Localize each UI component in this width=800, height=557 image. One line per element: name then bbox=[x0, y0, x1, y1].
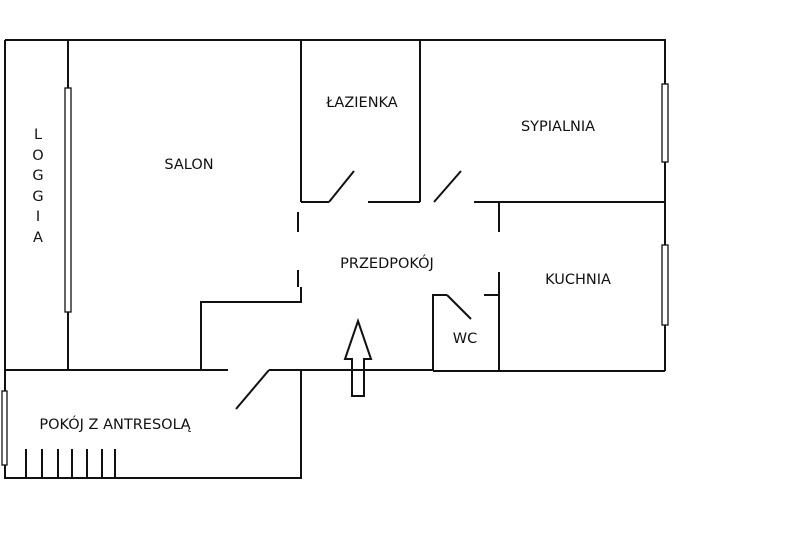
room-label-sypialnia: SYPIALNIA bbox=[521, 119, 595, 135]
window-kuchnia bbox=[661, 244, 669, 326]
door-sypialnia bbox=[433, 170, 462, 203]
loggia-letter: O bbox=[32, 148, 43, 164]
room-label-przedpokoj: PRZEDPOKÓJ bbox=[340, 254, 434, 272]
loggia-letter: L bbox=[34, 127, 42, 143]
stairs bbox=[25, 449, 116, 478]
loggia-letter: I bbox=[36, 209, 40, 225]
window-salon bbox=[64, 87, 72, 313]
door-lazienka bbox=[328, 170, 355, 203]
room-label-wc: WC bbox=[453, 331, 477, 347]
doors bbox=[235, 170, 472, 410]
window-pokoj bbox=[1, 390, 8, 466]
windows bbox=[1, 83, 669, 466]
window-sypialnia bbox=[661, 83, 669, 163]
entrance-arrow-icon bbox=[343, 317, 373, 397]
room-label-salon: SALON bbox=[164, 157, 213, 173]
loggia-letter: A bbox=[33, 230, 43, 246]
door-pokoj bbox=[235, 369, 270, 410]
loggia-letter: G bbox=[32, 189, 43, 205]
door-wc bbox=[446, 294, 472, 320]
room-label-kuchnia: KUCHNIA bbox=[545, 272, 611, 288]
loggia-letter: G bbox=[32, 168, 43, 184]
room-label-pokoj: POKÓJ Z ANTRESOLĄ bbox=[39, 415, 191, 433]
loggia-label: L O G G I A bbox=[32, 127, 43, 246]
room-label-lazienka: ŁAZIENKA bbox=[325, 95, 398, 111]
